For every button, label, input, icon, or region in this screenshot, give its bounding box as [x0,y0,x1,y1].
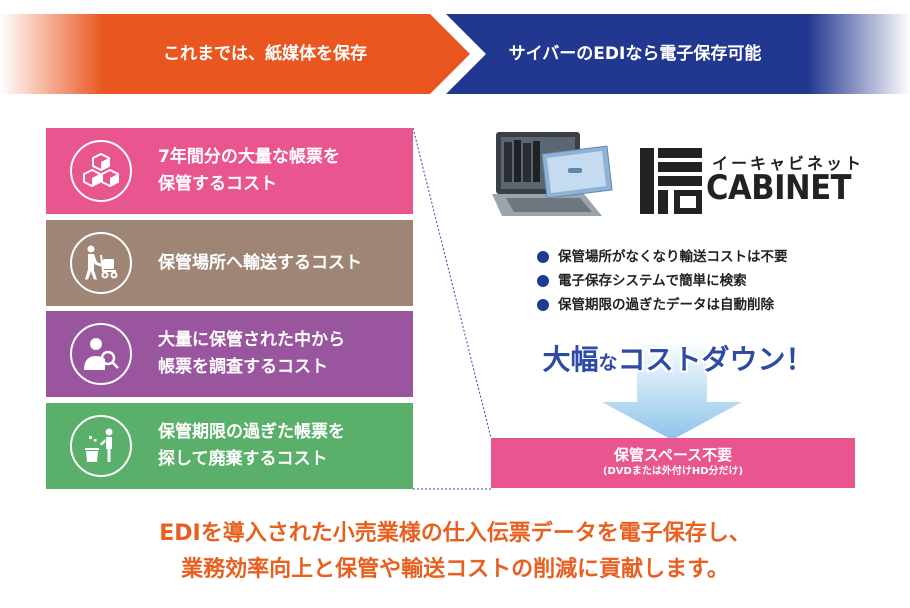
bullet-icon [537,251,549,263]
cost-item-storage: 7年間分の大量な帳票を 保管するコスト [46,128,413,214]
cost-item-search: 大量に保管された中から 帳票を調査するコスト [46,311,413,397]
banner-arrow-graphic [0,14,910,94]
cost-item-transport: 保管場所へ輸送するコスト [46,220,413,306]
list-item: 保管期限の過ぎたデータは自動削除 [537,293,788,317]
list-item: 電子保存システムで簡単に検索 [537,269,788,293]
banner-before-text: これまでは、紙媒体を保存 [163,44,367,64]
space-box-title: 保管スペース不要 [613,446,733,464]
hand-truck-icon [70,232,132,294]
down-arrow-icon [602,340,742,440]
laptop-cabinet-illustration [492,132,613,216]
boxes-icon [70,140,132,202]
bullet-icon [537,299,549,311]
cost-down-slogan: 大幅なコストダウン！ [542,343,814,376]
cost-item-text: 7年間分の大量な帳票を 保管するコスト [158,147,340,194]
benefit-list: 保管場所がなくなり輸送コストは不要 電子保存システムで簡単に検索 保管期限の過ぎ… [537,245,788,317]
cost-item-text: 保管場所へ輸送するコスト [158,252,362,273]
cost-item-text: 保管期限の過ぎた帳票を 探して廃棄するコスト [158,422,345,469]
magnifier-person-icon [70,323,132,385]
banner-after-text: サイバーのEDIなら電子保存可能 [508,44,762,64]
logo-word-text: CABINET [706,168,852,208]
logo-kana-text: イーキャビネット [712,154,865,173]
cost-item-text: 大量に保管された中から 帳票を調査するコスト [158,330,345,377]
e-cabinet-logo-mark [640,148,702,214]
banner-left-shape [0,14,470,94]
banner-right-shape [446,14,910,94]
space-box-subtitle: (DVDまたは外付けHD分だけ) [602,466,744,477]
trash-person-icon [70,415,132,477]
conclusion-text: EDIを導入された小売業様の仕入伝票データを電子保存し、 業務効率向上と保管や輸… [159,521,751,582]
top-banner: これまでは、紙媒体を保存 サイバーのEDIなら電子保存可能 [0,14,910,94]
cost-item-disposal: 保管期限の過ぎた帳票を 探して廃棄するコスト [46,403,413,489]
list-item: 保管場所がなくなり輸送コストは不要 [537,245,788,269]
bullet-icon [537,275,549,287]
storage-space-box: 保管スペース不要 (DVDまたは外付けHD分だけ) [491,438,855,488]
